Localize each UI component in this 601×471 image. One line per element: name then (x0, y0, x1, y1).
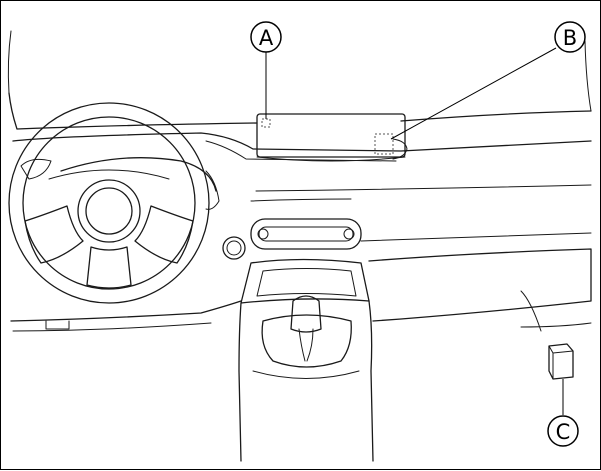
leader-b (390, 47, 557, 140)
steering-spoke-right (134, 205, 194, 264)
dashboard-top-inner (205, 140, 397, 162)
port-connector-face (548, 345, 574, 380)
console-right-side (368, 300, 374, 462)
steering-top-trim (48, 169, 170, 180)
instrument-panel-edge (205, 170, 220, 210)
steering-wheel-inner (22, 116, 196, 290)
glovebox-outline (368, 248, 592, 322)
center-vent-slot (258, 226, 354, 242)
center-display (256, 113, 406, 158)
steering-spoke-left (24, 205, 84, 264)
display-side-pod (392, 138, 408, 160)
console-lower-fold (252, 370, 360, 379)
dash-lower-line (250, 198, 352, 202)
steering-spoke-bottom (86, 246, 132, 289)
callout-b: B (554, 21, 586, 53)
callout-c: C (547, 415, 579, 447)
glovebox-bottom (520, 322, 592, 328)
instrument-hood (60, 157, 217, 192)
windshield-edge (8, 92, 258, 130)
steering-hub-inner (85, 187, 133, 235)
right-door-line (520, 290, 542, 332)
windshield-edge-right (400, 110, 592, 122)
center-vent-housing (250, 218, 362, 250)
callout-a-label: A (259, 26, 274, 50)
lower-dash-notch (45, 320, 70, 330)
lower-dash-left (10, 300, 242, 322)
steering-wheel-outer (8, 102, 210, 304)
callout-a: A (250, 21, 282, 53)
a-pillar-left (7, 30, 12, 94)
shifter-knob (290, 295, 322, 333)
dash-trim-line (255, 184, 592, 192)
shifter-stem (298, 328, 314, 362)
dash-right-panel (360, 232, 592, 242)
console-left-side (238, 302, 242, 462)
vent-knob-left (257, 228, 269, 240)
a-pillar-right (584, 40, 592, 112)
center-display-visor (256, 156, 406, 162)
start-button-inner (226, 240, 242, 256)
lower-left-trim (12, 322, 212, 332)
display-camera-marker (261, 118, 271, 128)
shifter-boot (261, 314, 352, 368)
steering-hub-outer (77, 179, 141, 243)
port-connector (548, 343, 574, 380)
dashboard-top (12, 132, 592, 152)
console-tray (256, 268, 357, 297)
instrument-vent-left (20, 158, 52, 180)
start-button-outer (222, 236, 246, 260)
callout-c-label: C (556, 420, 571, 444)
vent-knob-right (343, 228, 355, 240)
callout-b-label: B (563, 26, 577, 50)
display-sensor-marker (374, 133, 394, 155)
